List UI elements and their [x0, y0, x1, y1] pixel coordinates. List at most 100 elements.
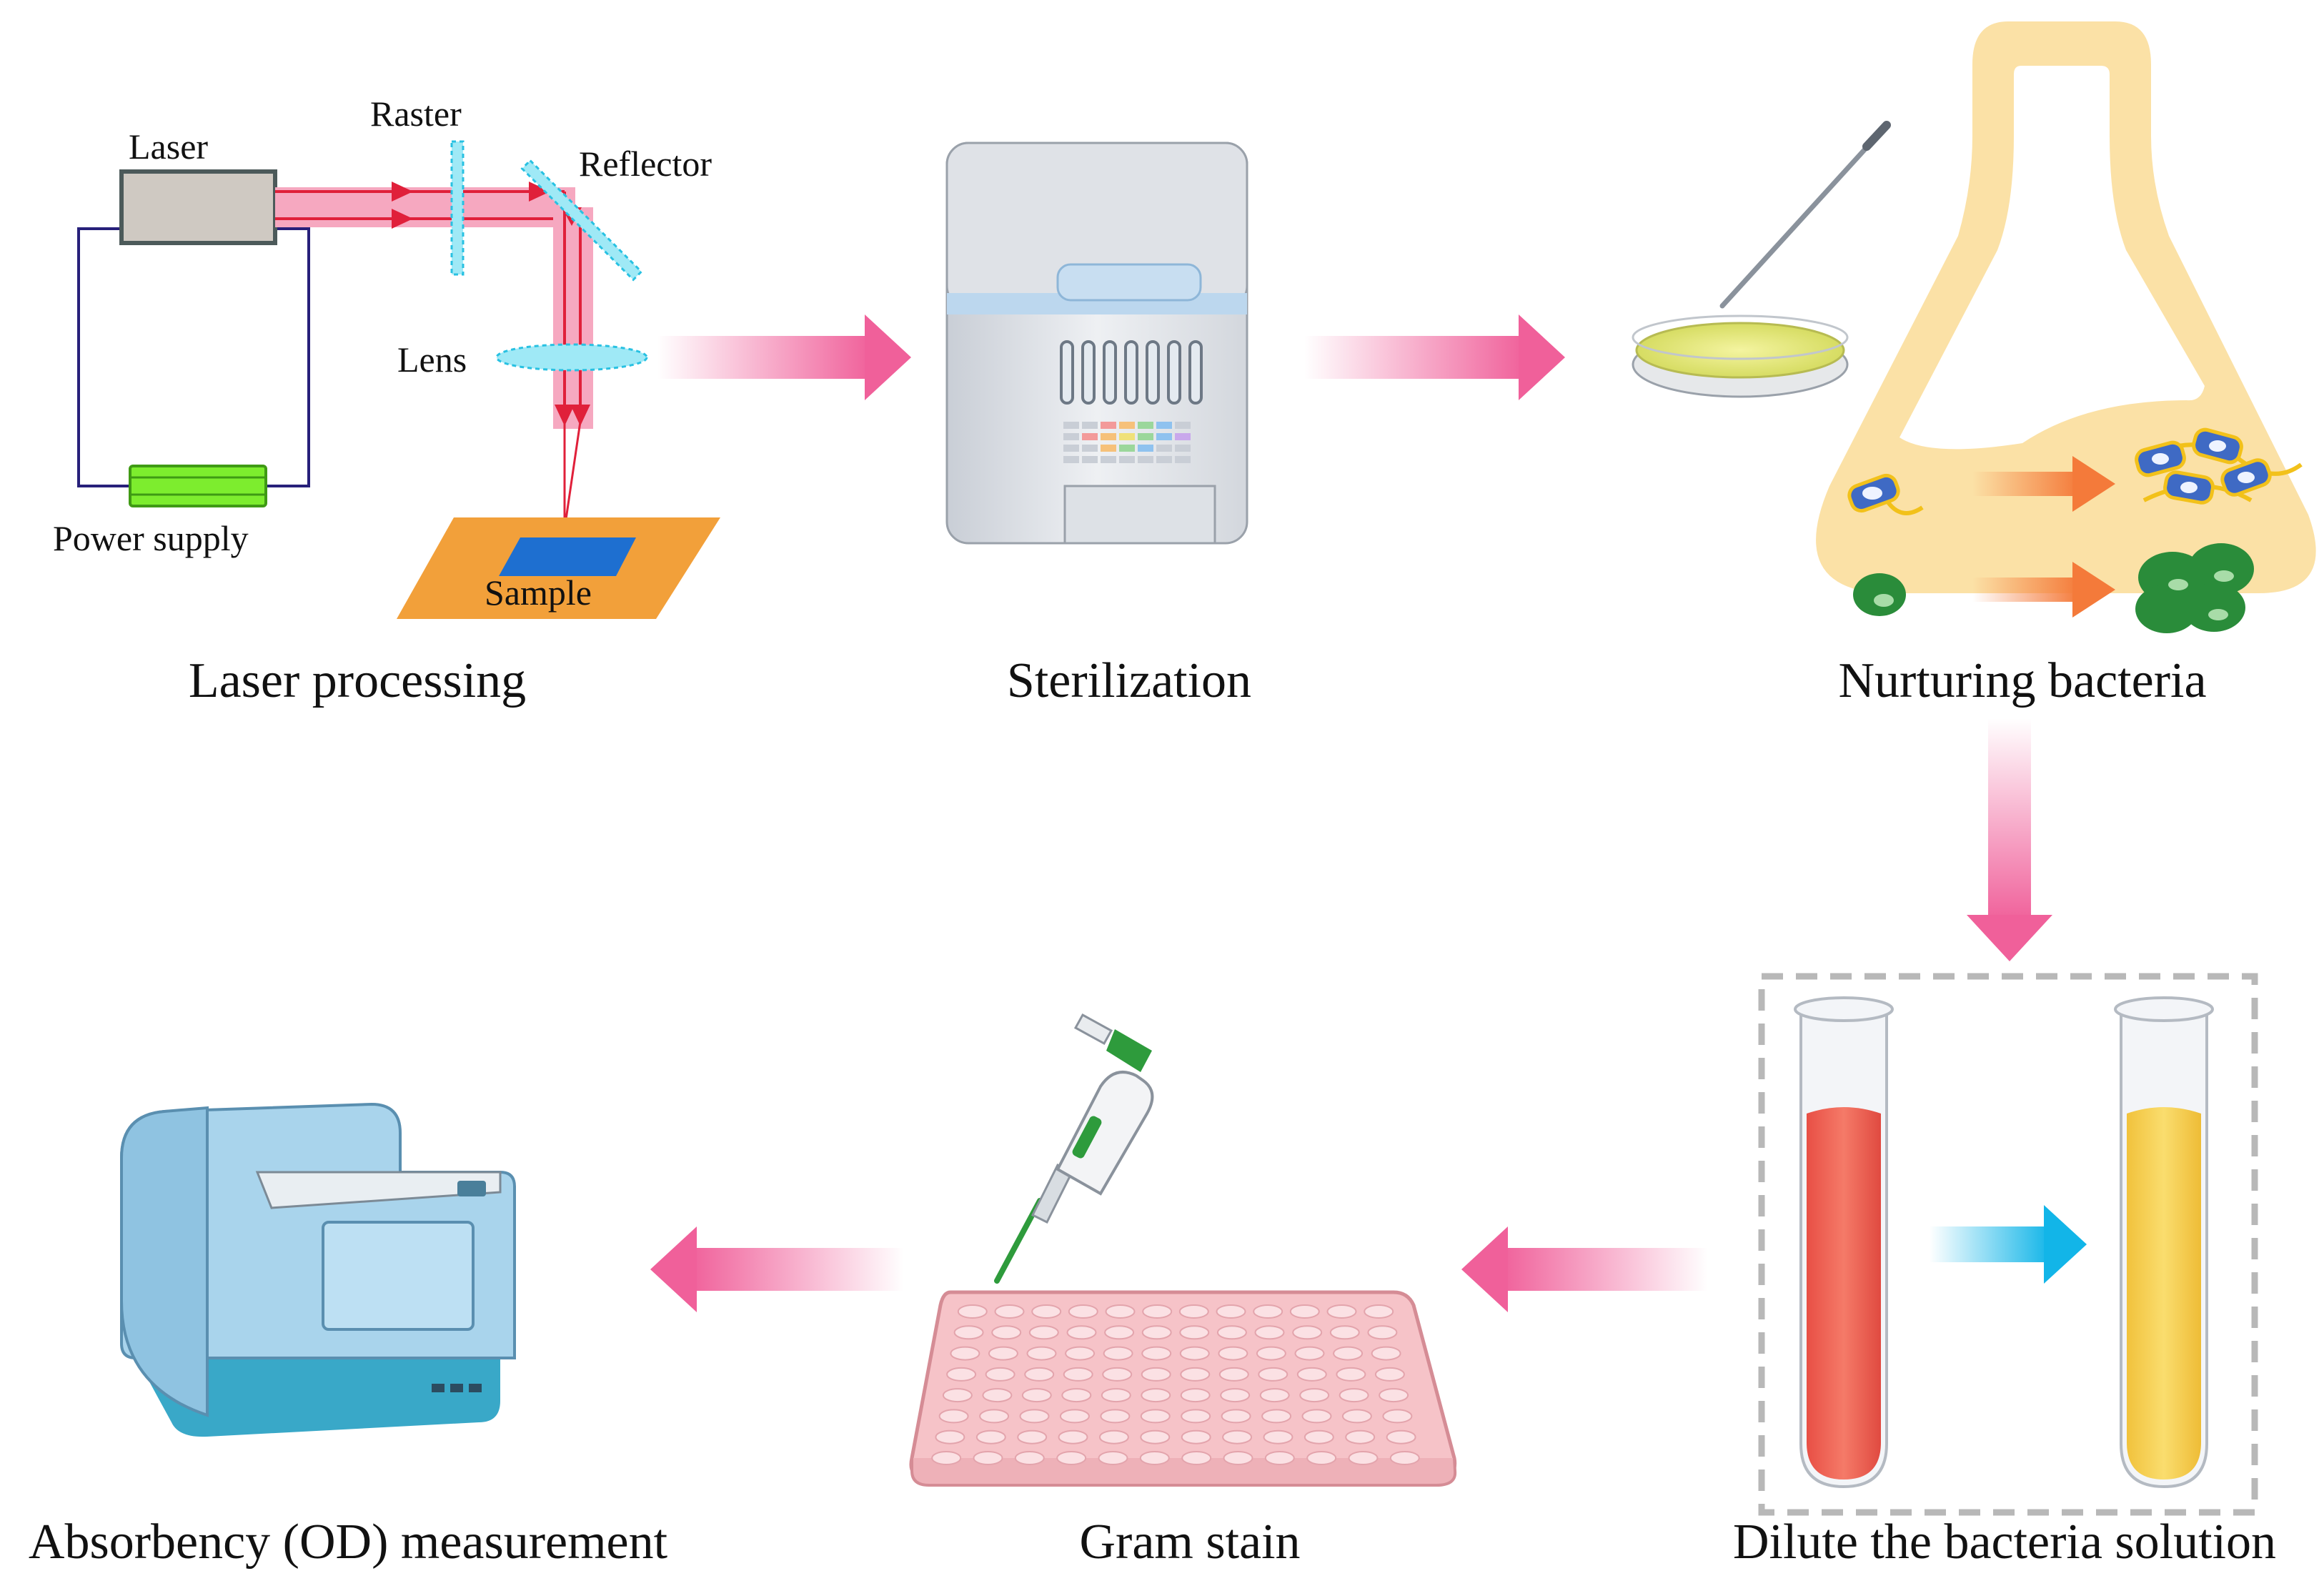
indicator-grid [1063, 422, 1191, 463]
well [1140, 1429, 1171, 1444]
well [973, 1451, 1003, 1465]
well [1386, 1429, 1416, 1444]
well [1223, 1451, 1253, 1465]
well [1289, 1304, 1320, 1319]
flow-arrow-4 [1461, 1226, 1708, 1312]
raster-icon [450, 140, 465, 276]
well [1296, 1367, 1327, 1382]
step-label-laser-processing: Laser processing [189, 653, 526, 708]
well [975, 1429, 1006, 1444]
flow-arrow-2 [1304, 314, 1565, 400]
well [1329, 1325, 1360, 1340]
focus-cone [563, 421, 582, 530]
power-supply-icon [129, 465, 267, 507]
growth-arrow [1972, 578, 2080, 602]
lens-label: Lens [397, 339, 467, 380]
step-label-gram-stain: Gram stain [1079, 1515, 1300, 1570]
well [1263, 1429, 1293, 1444]
well [1364, 1304, 1394, 1319]
power-supply-label: Power supply [53, 518, 249, 558]
well [1098, 1429, 1129, 1444]
growth-arrow [1972, 472, 2080, 496]
well [1058, 1429, 1088, 1444]
vent-slots [1060, 340, 1203, 405]
well [1098, 1451, 1128, 1465]
well [1068, 1304, 1098, 1319]
well [1141, 1325, 1172, 1340]
flask-icon [1816, 21, 2316, 633]
well [1065, 1346, 1096, 1361]
lens-icon [495, 343, 648, 372]
well [1066, 1325, 1097, 1340]
test-tube-icon [1794, 996, 1894, 1489]
well [1026, 1346, 1057, 1361]
well [1142, 1304, 1173, 1319]
well [1056, 1451, 1087, 1465]
well [1101, 1388, 1131, 1403]
incubator-icon [945, 142, 1248, 545]
well [1345, 1429, 1376, 1444]
beam-glow [275, 187, 575, 227]
well [1261, 1409, 1292, 1424]
well [935, 1429, 965, 1444]
laser-setup: Laser Raster Reflector Lens Power supply… [53, 94, 720, 619]
well [1348, 1451, 1379, 1465]
well [1024, 1367, 1055, 1382]
well [1179, 1346, 1210, 1361]
well [1028, 1325, 1059, 1340]
well [950, 1346, 980, 1361]
petri-dish-icon [1632, 314, 1849, 398]
sample-compartment-door [322, 1221, 475, 1331]
bacteria-colony-rods [2135, 427, 2303, 505]
spectrophotometer-icon [120, 1102, 516, 1437]
well [1254, 1325, 1285, 1340]
well [1303, 1429, 1334, 1444]
well [1103, 1346, 1133, 1361]
well [1102, 1367, 1133, 1382]
well [1264, 1451, 1295, 1465]
dilution-arrow [1930, 1226, 2051, 1262]
dilution-frame [1758, 973, 2258, 1516]
well [1181, 1429, 1211, 1444]
well [1294, 1346, 1325, 1361]
well-grid [931, 1304, 1420, 1465]
well [1104, 1325, 1135, 1340]
well [1021, 1388, 1052, 1403]
well [1220, 1388, 1251, 1403]
sample-icon [499, 537, 636, 576]
bacteria-rod [1847, 473, 1924, 515]
well [1140, 1409, 1171, 1424]
well [1141, 1388, 1171, 1403]
well [931, 1451, 962, 1465]
well [1259, 1388, 1290, 1403]
well [1256, 1346, 1286, 1361]
flow-arrow-3 [1967, 718, 2052, 961]
well [988, 1346, 1018, 1361]
well [1181, 1451, 1212, 1465]
well [1181, 1409, 1211, 1424]
well [1253, 1304, 1283, 1319]
well [1063, 1367, 1093, 1382]
control-buttons [432, 1384, 482, 1392]
test-tube-icon [2114, 996, 2214, 1489]
well [1336, 1367, 1366, 1382]
well [1059, 1409, 1090, 1424]
well [1180, 1367, 1211, 1382]
well [1389, 1451, 1420, 1465]
step-label-absorbency: Absorbency (OD) measurement [29, 1515, 668, 1570]
well [1216, 1325, 1247, 1340]
well [1141, 1367, 1171, 1382]
step-label-dilute: Dilute the bacteria solution [1733, 1515, 2276, 1570]
reflector-label: Reflector [579, 144, 712, 184]
well [1382, 1409, 1413, 1424]
incubator-door [1063, 485, 1216, 545]
step-label-nurturing-bacteria: Nurturing bacteria [1838, 653, 2206, 708]
well [1306, 1451, 1337, 1465]
well [1216, 1304, 1246, 1319]
flow-arrow-1 [657, 314, 911, 400]
well [1141, 1346, 1172, 1361]
reflector-icon [520, 159, 643, 282]
circuit-wire [77, 227, 310, 487]
well [985, 1367, 1015, 1382]
flow-arrow-5 [650, 1226, 904, 1312]
